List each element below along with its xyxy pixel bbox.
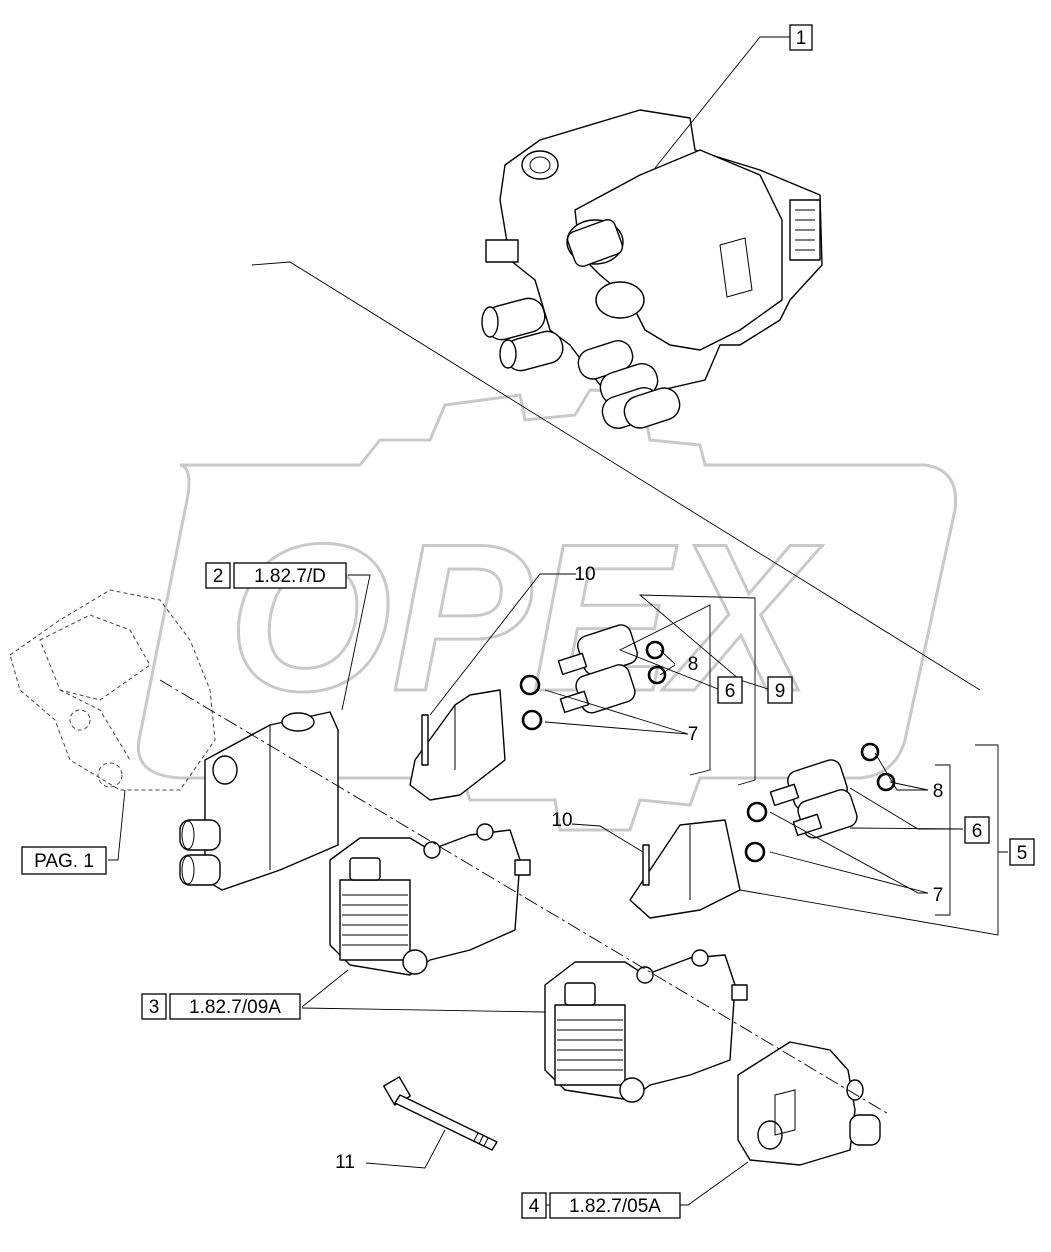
page-ref-callout: PAG. 1 — [21, 846, 107, 875]
callout-2-ref: 1.82.7/D — [254, 566, 326, 587]
end-section-part-2 — [179, 711, 339, 891]
middle-section-part-3b — [544, 949, 748, 1103]
callout-7-upper: 7 — [688, 724, 699, 745]
callout-9-number: 9 — [775, 681, 786, 702]
assembly-centerline — [159, 679, 891, 1116]
cartridge-group-upper — [409, 624, 667, 801]
callout-1: 1 — [789, 24, 813, 51]
callout-10-lower: 10 — [551, 810, 572, 831]
callout-4: 4 1.82.7/05A — [521, 1192, 681, 1219]
leader-lines — [108, 36, 1008, 1206]
callout-3: 3 1.82.7/09A — [141, 993, 301, 1020]
callout-4-number: 4 — [529, 1196, 540, 1217]
callout-8-upper: 8 — [688, 654, 699, 675]
valve-assembly-part-1 — [481, 109, 823, 429]
middle-section-part-3a — [329, 823, 531, 976]
callout-5-number: 5 — [1017, 843, 1028, 864]
callout-11: 11 — [335, 1152, 355, 1173]
reference-line — [251, 261, 981, 691]
callout-3-ref: 1.82.7/09A — [189, 997, 281, 1018]
callout-2-number: 2 — [213, 566, 224, 587]
callout-4-ref: 1.82.7/05A — [569, 1196, 661, 1217]
callout-8-lower: 8 — [933, 781, 944, 802]
callout-1-number: 1 — [796, 28, 807, 49]
end-plate-part-4 — [737, 1041, 881, 1166]
callout-5: 5 — [1009, 838, 1035, 866]
callout-6-lower: 6 — [964, 816, 990, 844]
callout-6-upper-number: 6 — [725, 681, 736, 702]
callout-2: 2 1.82.7/D — [205, 562, 347, 589]
callout-10-upper: 10 — [574, 564, 595, 585]
bolt-part-11 — [383, 1076, 498, 1151]
callout-6-lower-number: 6 — [972, 821, 983, 842]
callout-3-number: 3 — [149, 997, 160, 1018]
callout-9: 9 — [767, 676, 793, 704]
page-ref-text: PAG. 1 — [34, 851, 94, 872]
callout-6-upper: 6 — [717, 676, 743, 704]
callout-7-lower: 7 — [933, 885, 944, 906]
cartridge-group-lower — [629, 742, 896, 919]
ghost-housing — [9, 589, 216, 791]
